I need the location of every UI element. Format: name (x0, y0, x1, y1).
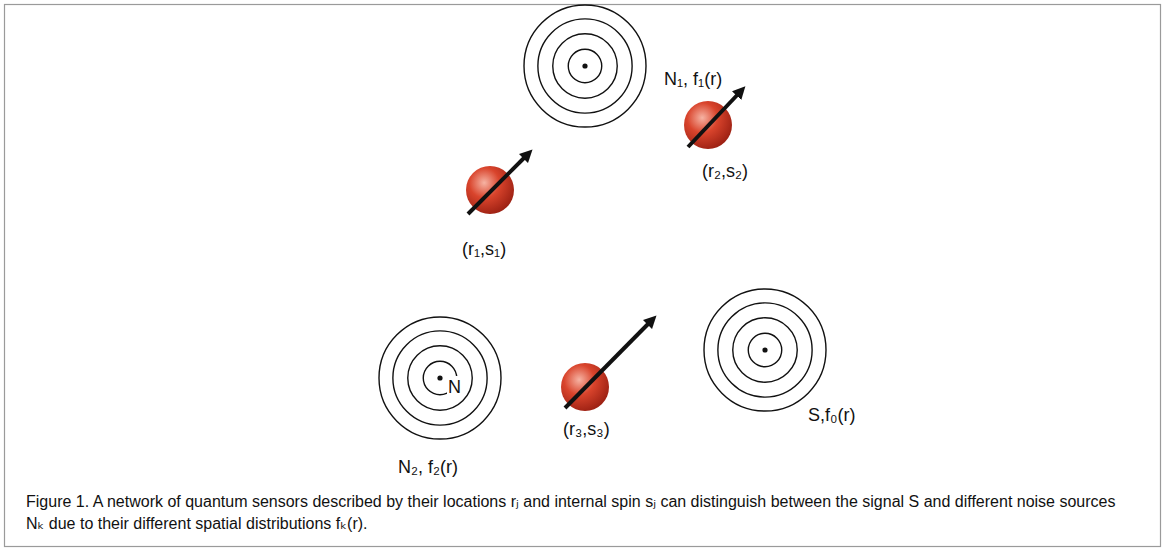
node-label: (r₁,s₁) (462, 238, 506, 260)
spin-sphere (466, 166, 514, 214)
field-source: S,f₀(r) (703, 288, 827, 412)
figure-caption: Figure 1. A network of quantum sensors d… (26, 491, 1138, 535)
quantum-sensor: (r₁,s₁) (466, 166, 514, 214)
node-label: N₂, f₂(r) (398, 456, 458, 478)
field-source: N₁, f₁(r) (523, 4, 647, 128)
quantum-sensor: (r₂,s₂) (684, 101, 732, 149)
node-label: S,f₀(r) (808, 404, 855, 426)
field-source: NN₂, f₂(r) (378, 316, 502, 440)
node-label: (r₃,s₃) (563, 418, 610, 440)
quantum-sensor: (r₃,s₃) (561, 363, 609, 411)
spin-sphere (561, 363, 609, 411)
node-label: N₁, f₁(r) (664, 68, 722, 90)
concentric-rings (378, 316, 502, 440)
node-label: (r₂,s₂) (702, 160, 748, 182)
source-letter: N (447, 376, 462, 398)
concentric-rings (523, 4, 647, 128)
concentric-rings (703, 288, 827, 412)
spin-sphere (684, 101, 732, 149)
